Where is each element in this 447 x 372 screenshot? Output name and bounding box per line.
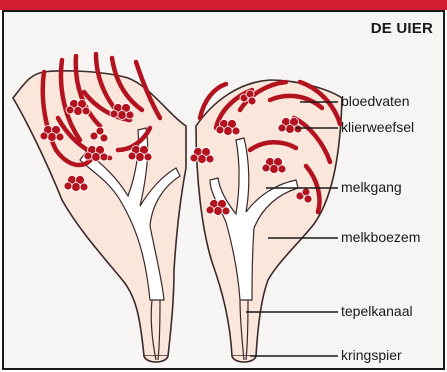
diagram-title: DE UIER: [371, 20, 433, 37]
label-teatcanal: tepelkanaal: [341, 303, 413, 319]
label-milkduct: melkgang: [341, 179, 402, 195]
label-sphincter: kringspier: [341, 347, 402, 363]
label-glandtissue: klierweefsel: [341, 119, 414, 135]
label-milkcistern: melkboezem: [341, 229, 420, 245]
label-bloodvessels: bloedvaten: [341, 93, 410, 109]
